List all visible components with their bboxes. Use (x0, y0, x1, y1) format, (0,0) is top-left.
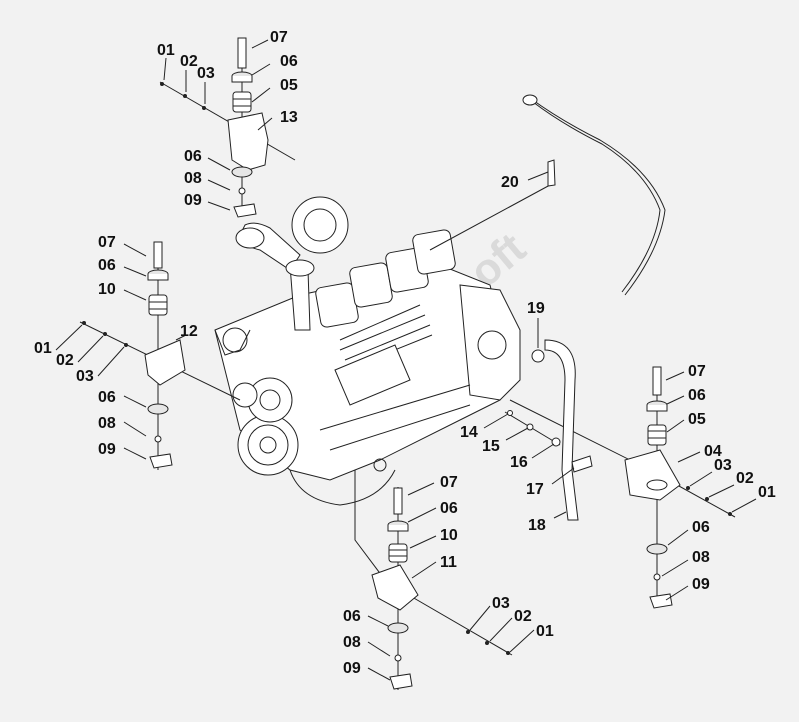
dipstick-callouts: 20 19 14 15 16 17 18 (460, 171, 575, 534)
dipstick-parts (507, 94, 666, 521)
callout-02: 02 (514, 608, 532, 625)
top-mount-callouts: 07 06 05 13 06 08 09 01 02 03 (157, 29, 298, 211)
callout-03: 03 (76, 368, 94, 385)
callout-09: 09 (184, 192, 202, 209)
callout-08: 08 (184, 170, 202, 187)
callout-01: 01 (758, 484, 776, 501)
callout-06: 06 (184, 148, 202, 165)
bottom-mount-callouts: 07 06 10 11 06 08 09 03 02 01 (343, 474, 554, 681)
callout-02: 02 (736, 470, 754, 487)
callout-08: 08 (343, 634, 361, 651)
callout-19: 19 (527, 300, 545, 317)
left-mount-callouts: 07 06 10 12 01 02 03 06 08 09 (34, 234, 198, 460)
callout-04: 04 (704, 443, 722, 460)
callout-06: 06 (98, 389, 116, 406)
callout-10: 10 (98, 281, 116, 298)
callout-09: 09 (98, 441, 116, 458)
callout-10: 10 (440, 527, 458, 544)
callout-11: 11 (440, 554, 457, 571)
callout-03: 03 (714, 457, 732, 474)
right-mount-parts (624, 366, 732, 609)
callout-07: 07 (98, 234, 116, 251)
callout-12: 12 (180, 323, 198, 340)
callout-06: 06 (343, 608, 361, 625)
callout-08: 08 (98, 415, 116, 432)
top-mount-parts (160, 37, 269, 218)
callout-07: 07 (440, 474, 458, 491)
callout-17: 17 (526, 481, 544, 498)
callout-05: 05 (280, 77, 298, 94)
callout-09: 09 (343, 660, 361, 677)
callout-15: 15 (482, 438, 500, 455)
callout-01: 01 (34, 340, 52, 357)
callout-03: 03 (197, 65, 215, 82)
callout-06: 06 (692, 519, 710, 536)
bottom-mount-parts (371, 487, 510, 690)
callout-20: 20 (501, 174, 519, 191)
right-mount-callouts: 07 06 05 04 03 02 01 06 08 09 (661, 363, 776, 601)
left-mount-parts (82, 241, 186, 469)
callout-06: 06 (688, 387, 706, 404)
callout-02: 02 (180, 53, 198, 70)
callout-06: 06 (280, 53, 298, 70)
engine-assembly (214, 196, 521, 506)
callout-05: 05 (688, 411, 706, 428)
callout-16: 16 (510, 454, 528, 471)
callout-02: 02 (56, 352, 74, 369)
callout-09: 09 (692, 576, 710, 593)
callout-13: 13 (280, 109, 298, 126)
callout-07: 07 (270, 29, 288, 46)
callout-01: 01 (157, 42, 175, 59)
callout-18: 18 (528, 517, 546, 534)
callout-03: 03 (492, 595, 510, 612)
callout-07: 07 (688, 363, 706, 380)
callout-14: 14 (460, 424, 478, 441)
callout-06: 06 (98, 257, 116, 274)
callout-01: 01 (536, 623, 554, 640)
callout-06: 06 (440, 500, 458, 517)
callout-08: 08 (692, 549, 710, 566)
